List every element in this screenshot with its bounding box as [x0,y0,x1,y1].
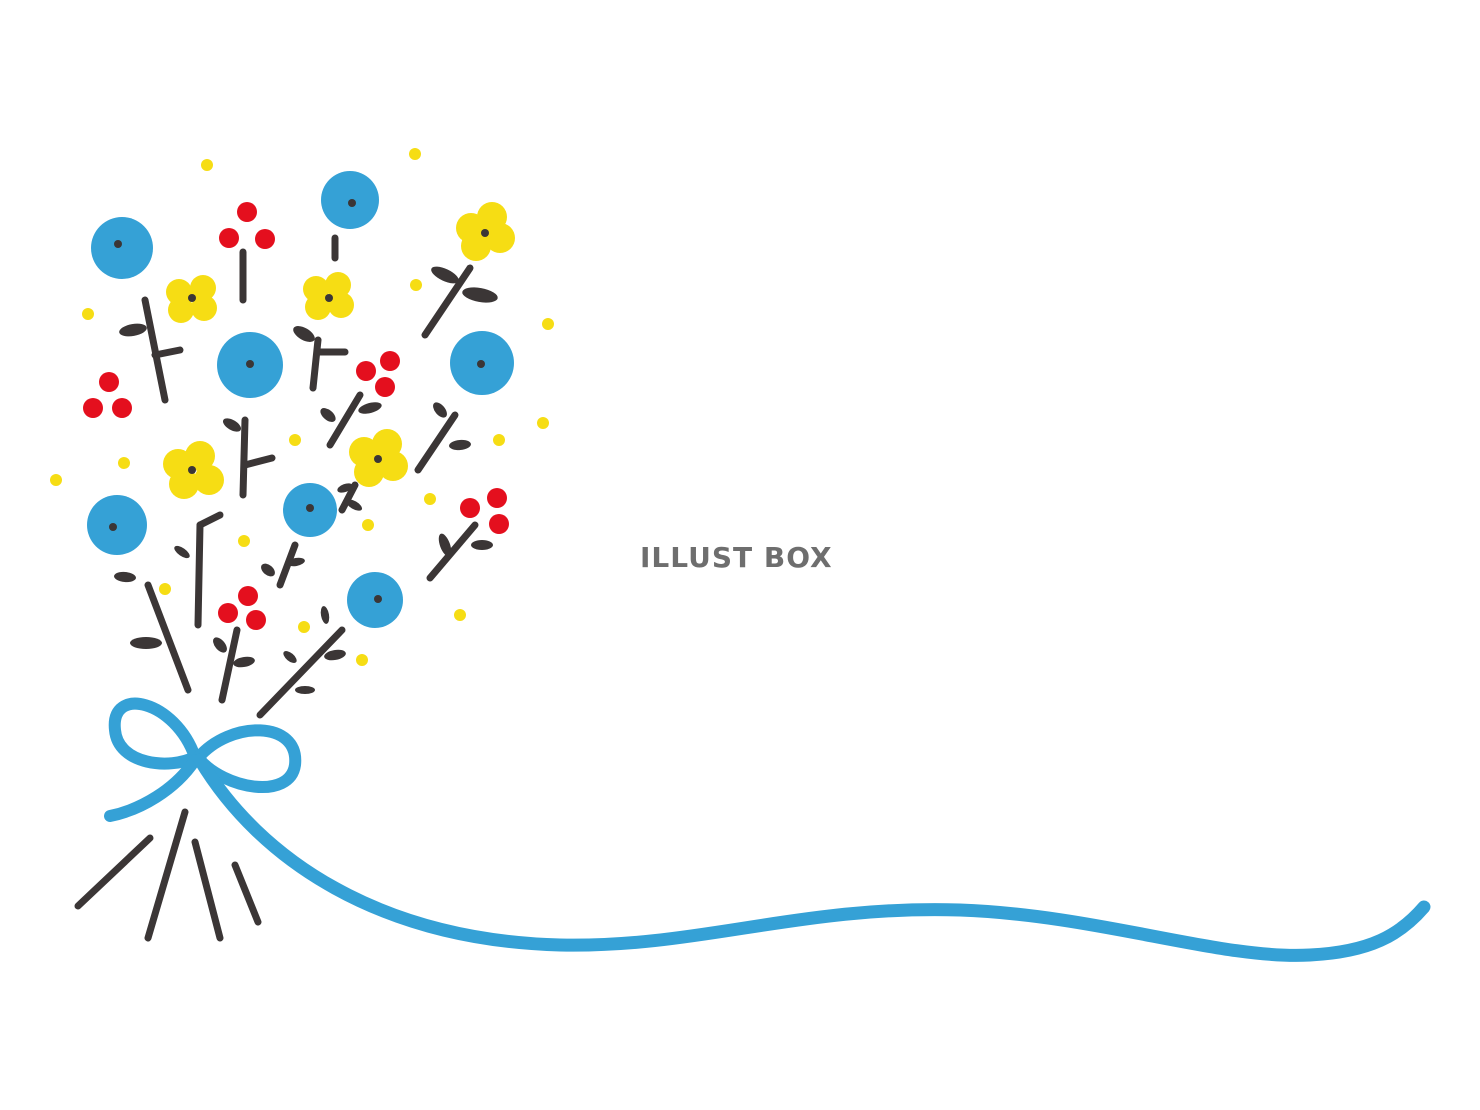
yellow-flower-icon [163,202,515,499]
ribbon-tail-icon [193,753,1431,962]
stem-icon [74,234,479,942]
red-berry-icon [83,202,509,630]
leaf-icon [114,266,498,694]
watermark-text: ILLUST BOX [640,541,833,574]
yellow-dot-icon [50,148,554,666]
flower-center-icon [109,199,489,603]
ribbon-bow-icon [104,697,302,822]
